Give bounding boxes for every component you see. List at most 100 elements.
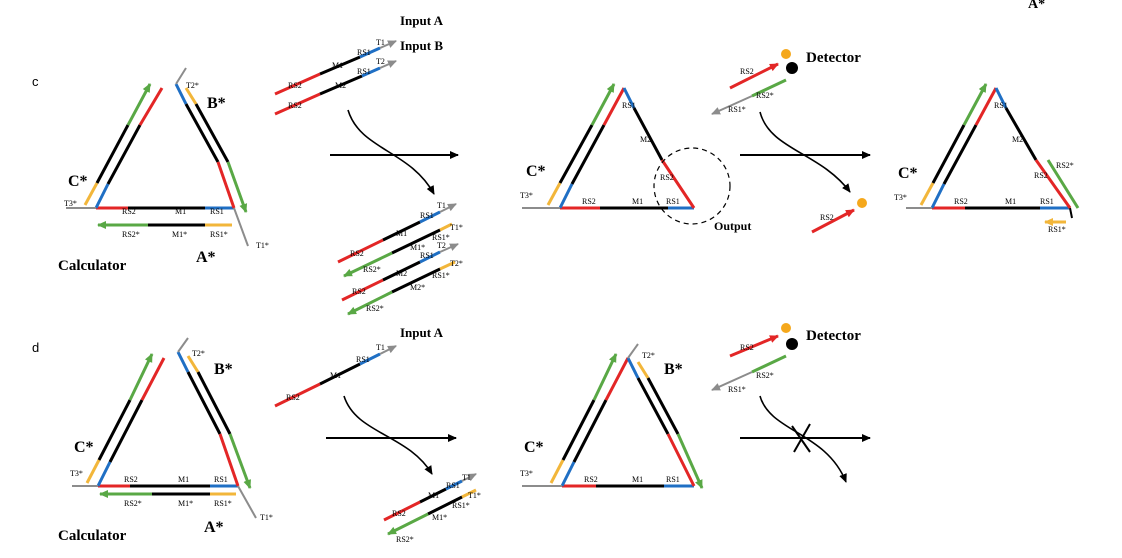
label-c-star-d: C* bbox=[74, 439, 94, 456]
svg-text:M1*: M1* bbox=[172, 230, 187, 239]
input-strand-d: Input A RS2 M1 RS1 T1 bbox=[274, 325, 444, 408]
svg-text:T2: T2 bbox=[376, 57, 385, 66]
svg-text:RS2*: RS2* bbox=[1056, 161, 1074, 170]
detector-label-c: Detector bbox=[806, 50, 861, 66]
label-c-star-c: C* bbox=[68, 173, 88, 190]
svg-text:RS1: RS1 bbox=[357, 67, 371, 76]
quencher-dot bbox=[786, 62, 798, 74]
svg-text:M2*: M2* bbox=[410, 283, 425, 292]
svg-text:RS2*: RS2* bbox=[396, 535, 414, 544]
svg-text:RS2: RS2 bbox=[582, 197, 596, 206]
svg-text:M2: M2 bbox=[396, 269, 407, 278]
svg-text:RS1: RS1 bbox=[666, 197, 680, 206]
svg-text:RS2: RS2 bbox=[288, 81, 302, 90]
label-b-star-d: B* bbox=[214, 361, 233, 378]
svg-text:RS1*: RS1* bbox=[210, 230, 228, 239]
svg-text:M1: M1 bbox=[1005, 197, 1016, 206]
svg-text:T1*: T1* bbox=[450, 223, 463, 232]
svg-text:M1: M1 bbox=[632, 197, 643, 206]
svg-text:RS1: RS1 bbox=[357, 48, 371, 57]
svg-text:T3*: T3* bbox=[894, 193, 907, 202]
blocked-reaction-arrow-d bbox=[740, 395, 871, 483]
svg-text:RS1: RS1 bbox=[420, 211, 434, 220]
svg-text:RS1*: RS1* bbox=[432, 271, 450, 280]
svg-text:T1: T1 bbox=[437, 201, 446, 210]
input-a-label-d: Input A bbox=[400, 325, 444, 340]
svg-text:RS1*: RS1* bbox=[728, 105, 746, 114]
svg-text:M1*: M1* bbox=[410, 243, 425, 252]
svg-text:RS2*: RS2* bbox=[366, 304, 384, 313]
svg-text:RS1: RS1 bbox=[622, 101, 636, 110]
output-label: Output bbox=[714, 219, 751, 233]
svg-text:RS2*: RS2* bbox=[122, 230, 140, 239]
reaction-arrow-c2: RS2 bbox=[740, 111, 871, 234]
svg-text:RS1: RS1 bbox=[420, 251, 434, 260]
label-b-star-mid-d: B* bbox=[664, 361, 683, 378]
svg-text:RS1*: RS1* bbox=[452, 501, 470, 510]
svg-text:RS2: RS2 bbox=[352, 287, 366, 296]
input-strands-c: Input A Input B RS2 M1 RS1 T1 RS2 M2 RS1… bbox=[274, 13, 444, 116]
reaction-arrow-c1 bbox=[330, 109, 459, 195]
svg-text:T1: T1 bbox=[376, 38, 385, 47]
svg-text:RS2: RS2 bbox=[584, 475, 598, 484]
input-b-label-c: Input B bbox=[400, 38, 443, 53]
calculator-triangle-d: RS2 M1 RS1 RS2* M1* RS1* T3* T1* T2* A* … bbox=[58, 337, 273, 544]
svg-text:RS2: RS2 bbox=[1034, 171, 1048, 180]
svg-text:RS2: RS2 bbox=[820, 213, 834, 222]
waste-duplex-d: RS2 M1 RS1 T1 RS2* M1* RS1* T1* bbox=[383, 473, 481, 544]
reaction-arrow-d1 bbox=[326, 395, 457, 475]
calculator-triangle-c: RS2 M1 RS1 RS2* M1* RS1* T3* T1* T2* A* … bbox=[58, 67, 269, 274]
svg-text:M1: M1 bbox=[178, 475, 189, 484]
detector-c: RS2 RS1* RS2* Detector bbox=[711, 49, 861, 115]
svg-text:RS2: RS2 bbox=[954, 197, 968, 206]
svg-text:M1: M1 bbox=[632, 475, 643, 484]
svg-text:RS2: RS2 bbox=[740, 343, 754, 352]
svg-text:RS2: RS2 bbox=[122, 207, 136, 216]
svg-text:RS2: RS2 bbox=[660, 173, 674, 182]
svg-text:RS2: RS2 bbox=[288, 101, 302, 110]
svg-text:M1: M1 bbox=[428, 491, 439, 500]
intermediate-triangle-c: RS2 M1 RS1 RS2 M2 RS1 T3* C* Output bbox=[520, 83, 751, 233]
svg-text:T2*: T2* bbox=[192, 349, 205, 358]
svg-text:RS2: RS2 bbox=[124, 475, 138, 484]
svg-text:M1*: M1* bbox=[432, 513, 447, 522]
svg-text:T3*: T3* bbox=[520, 469, 533, 478]
svg-text:RS2: RS2 bbox=[740, 67, 754, 76]
fluorophore-star bbox=[781, 49, 791, 59]
panel-label-c: c bbox=[32, 74, 39, 89]
svg-text:M2: M2 bbox=[1012, 135, 1023, 144]
svg-text:RS1: RS1 bbox=[666, 475, 680, 484]
svg-text:M1: M1 bbox=[332, 61, 343, 70]
svg-text:RS2: RS2 bbox=[350, 249, 364, 258]
waste-duplexes-c: RS2 M1 RS1 T1 RS2* M1* RS1* T1* RS2 M2 R… bbox=[337, 201, 463, 316]
svg-text:T2: T2 bbox=[437, 241, 446, 250]
svg-text:RS2*: RS2* bbox=[756, 371, 774, 380]
svg-text:T2*: T2* bbox=[186, 81, 199, 90]
label-c-star-mid-d: C* bbox=[524, 439, 544, 456]
svg-text:T3*: T3* bbox=[520, 191, 533, 200]
svg-text:RS1: RS1 bbox=[214, 475, 228, 484]
svg-text:RS2*: RS2* bbox=[756, 91, 774, 100]
output-region-circle bbox=[653, 147, 731, 225]
svg-text:M2: M2 bbox=[335, 81, 346, 90]
svg-text:RS1*: RS1* bbox=[432, 233, 450, 242]
svg-text:T1*: T1* bbox=[256, 241, 269, 250]
svg-text:RS1*: RS1* bbox=[728, 385, 746, 394]
svg-text:T3*: T3* bbox=[70, 469, 83, 478]
svg-text:RS1: RS1 bbox=[1040, 197, 1054, 206]
svg-text:RS2*: RS2* bbox=[363, 265, 381, 274]
svg-text:M1: M1 bbox=[330, 371, 341, 380]
label-a-star-c: A* bbox=[196, 249, 216, 266]
intermediate-triangle-d: RS2 M1 RS1 T3* T2* B* C* bbox=[520, 343, 704, 489]
detector-d: RS2 RS1* RS2* Detector bbox=[711, 323, 861, 394]
panel-c: RS2 M1 RS1 RS2* M1* RS1* T3* T1* T2* A* … bbox=[58, 13, 1080, 316]
block-cross-b bbox=[793, 423, 811, 453]
svg-text:T2*: T2* bbox=[642, 351, 655, 360]
svg-text:RS1: RS1 bbox=[210, 207, 224, 216]
label-c-star-final-c: C* bbox=[898, 165, 918, 182]
svg-text:M2: M2 bbox=[640, 135, 651, 144]
svg-text:M1: M1 bbox=[396, 229, 407, 238]
svg-text:RS1*: RS1* bbox=[1048, 225, 1066, 234]
panel-d: RS2 M1 RS1 RS2* M1* RS1* T3* T1* T2* A* … bbox=[58, 323, 871, 544]
